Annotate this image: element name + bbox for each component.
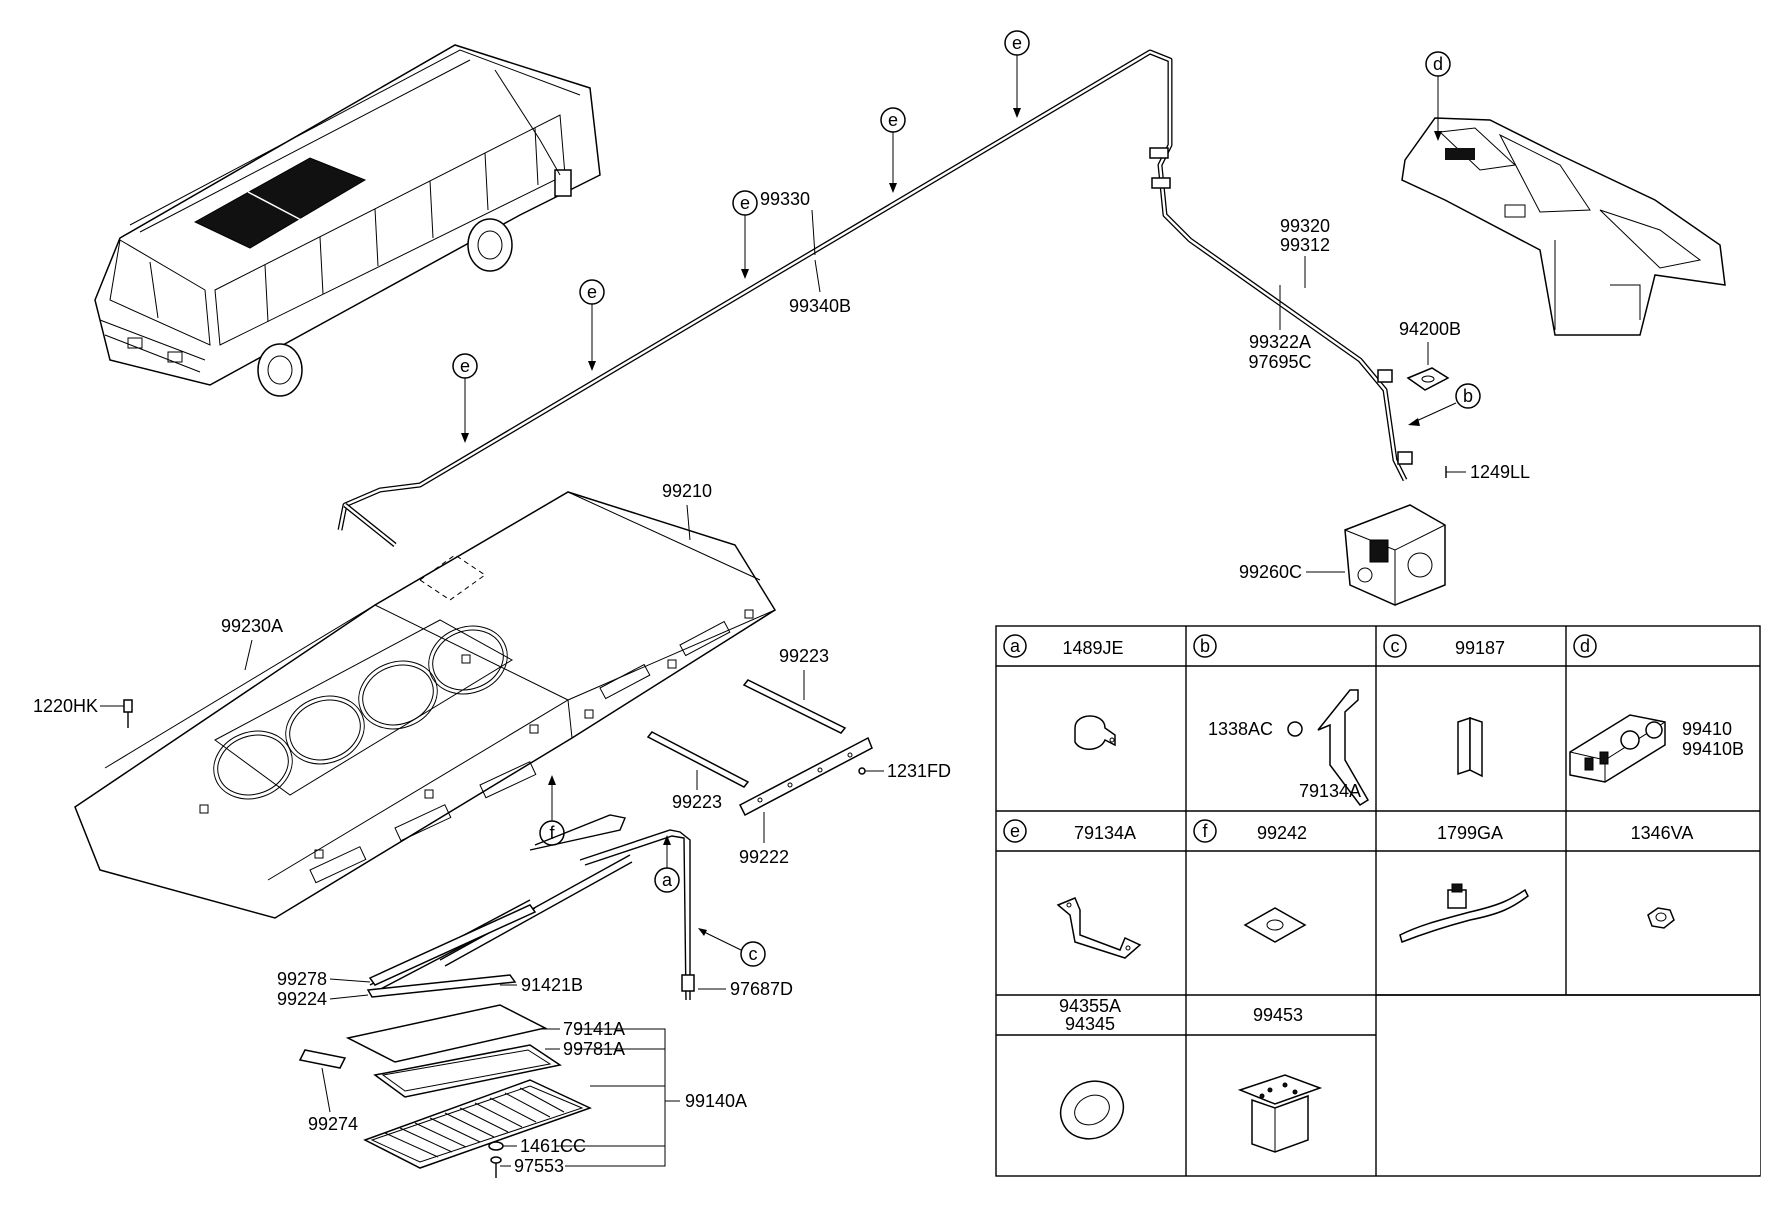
svg-text:99222: 99222 xyxy=(739,847,789,867)
svg-text:e: e xyxy=(1010,821,1020,841)
svg-text:1231FD: 1231FD xyxy=(887,761,951,781)
svg-text:a: a xyxy=(1010,636,1021,656)
bolt-1220HK: 1220HK xyxy=(33,696,133,728)
svg-text:99187: 99187 xyxy=(1455,638,1505,658)
svg-text:94200B: 94200B xyxy=(1399,319,1461,339)
svg-text:f: f xyxy=(549,823,555,843)
callout-e-markers: e e e e e xyxy=(452,30,1030,443)
svg-text:1346VA: 1346VA xyxy=(1631,823,1694,843)
svg-text:99223: 99223 xyxy=(672,792,722,812)
svg-text:1461CC: 1461CC xyxy=(520,1136,586,1156)
callout-e-5: e xyxy=(1004,30,1030,118)
grille-stack: 99278 99224 91421B 79141A 99781A 99140 xyxy=(277,904,747,1178)
label-97695C: 97695C xyxy=(1248,352,1311,372)
svg-text:c: c xyxy=(749,944,758,964)
svg-text:99230A: 99230A xyxy=(221,616,283,636)
callout-f: f xyxy=(539,775,565,846)
roof-unit: 99210 99230A xyxy=(74,481,777,919)
svg-text:a: a xyxy=(662,870,673,890)
legend-cell-e: e 79134A xyxy=(1003,819,1142,959)
svg-text:79134A: 79134A xyxy=(1074,823,1136,843)
svg-text:99410B: 99410B xyxy=(1682,739,1744,759)
legend-cell-a: a 1489JE xyxy=(1003,634,1124,750)
bracket-94200B: 94200B xyxy=(1399,319,1461,391)
svg-text:99260C: 99260C xyxy=(1239,562,1302,582)
strips-99223-99222: 99223 99223 99222 1231FD xyxy=(646,646,951,867)
svg-text:d: d xyxy=(1433,54,1443,74)
svg-text:99278: 99278 xyxy=(277,969,327,989)
svg-text:91421B: 91421B xyxy=(521,975,583,995)
callout-e-3: e xyxy=(732,190,758,279)
label-99330: 99330 xyxy=(760,189,810,209)
svg-text:79134A: 79134A xyxy=(1299,781,1361,801)
svg-text:99223: 99223 xyxy=(779,646,829,666)
svg-text:e: e xyxy=(460,356,470,376)
callout-e-4: e xyxy=(880,107,906,193)
label-99322A: 99322A xyxy=(1249,332,1311,352)
refrigerant-pipe xyxy=(337,49,1413,547)
legend-cell-b: b 1338AC 79134A xyxy=(1193,634,1370,807)
dashboard-illustration: d xyxy=(1401,51,1726,336)
svg-text:1489JE: 1489JE xyxy=(1062,638,1123,658)
callout-e-1: e xyxy=(452,353,478,443)
svg-text:94345: 94345 xyxy=(1065,1014,1115,1034)
svg-text:99410: 99410 xyxy=(1682,719,1732,739)
legend-cell-1346VA: 1346VA xyxy=(1631,823,1694,929)
label-99320: 99320 xyxy=(1280,216,1330,236)
svg-text:e: e xyxy=(888,110,898,130)
compressor-99260C: 99260C xyxy=(1239,504,1446,606)
label-99312: 99312 xyxy=(1280,235,1330,255)
svg-text:f: f xyxy=(1202,821,1208,841)
legend-table: a 1489JE b 1338AC 79134A c 99187 d xyxy=(995,625,1761,1177)
legend-cell-d: d 99410 99410B xyxy=(1569,634,1744,783)
bus-illustration xyxy=(94,44,601,397)
svg-text:1220HK: 1220HK xyxy=(33,696,98,716)
svg-text:99453: 99453 xyxy=(1253,1005,1303,1025)
callout-e-2: e xyxy=(579,279,605,371)
svg-text:97553: 97553 xyxy=(514,1156,564,1176)
legend-cell-1799GA: 1799GA xyxy=(1399,823,1529,943)
legend-cell-f: f 99242 xyxy=(1193,819,1307,943)
svg-text:1338AC: 1338AC xyxy=(1208,719,1273,739)
svg-text:94355A: 94355A xyxy=(1059,996,1121,1016)
svg-text:e: e xyxy=(1012,33,1022,53)
svg-text:e: e xyxy=(587,282,597,302)
legend-cell-c: c 99187 xyxy=(1383,634,1505,778)
svg-text:c: c xyxy=(1391,636,1400,656)
svg-text:99274: 99274 xyxy=(308,1114,358,1134)
fan-openings xyxy=(213,619,513,800)
legend-cell-99453: 99453 xyxy=(1237,1005,1323,1153)
legend-cell-94355A: 94355A 94345 xyxy=(1059,996,1125,1140)
drain-pipes: a c 97687D xyxy=(369,814,793,1001)
grille-slats xyxy=(384,1087,565,1158)
label-99340B: 99340B xyxy=(789,296,851,316)
svg-text:99140A: 99140A xyxy=(685,1091,747,1111)
svg-text:99242: 99242 xyxy=(1257,823,1307,843)
svg-text:e: e xyxy=(740,193,750,213)
svg-text:d: d xyxy=(1580,636,1590,656)
svg-text:99224: 99224 xyxy=(277,989,327,1009)
label-1249LL: 1249LL xyxy=(1470,462,1530,482)
svg-text:b: b xyxy=(1463,386,1473,406)
callout-b: b xyxy=(1408,383,1481,426)
svg-text:97687D: 97687D xyxy=(730,979,793,999)
svg-text:1799GA: 1799GA xyxy=(1437,823,1503,843)
svg-text:b: b xyxy=(1200,636,1210,656)
svg-text:99210: 99210 xyxy=(662,481,712,501)
